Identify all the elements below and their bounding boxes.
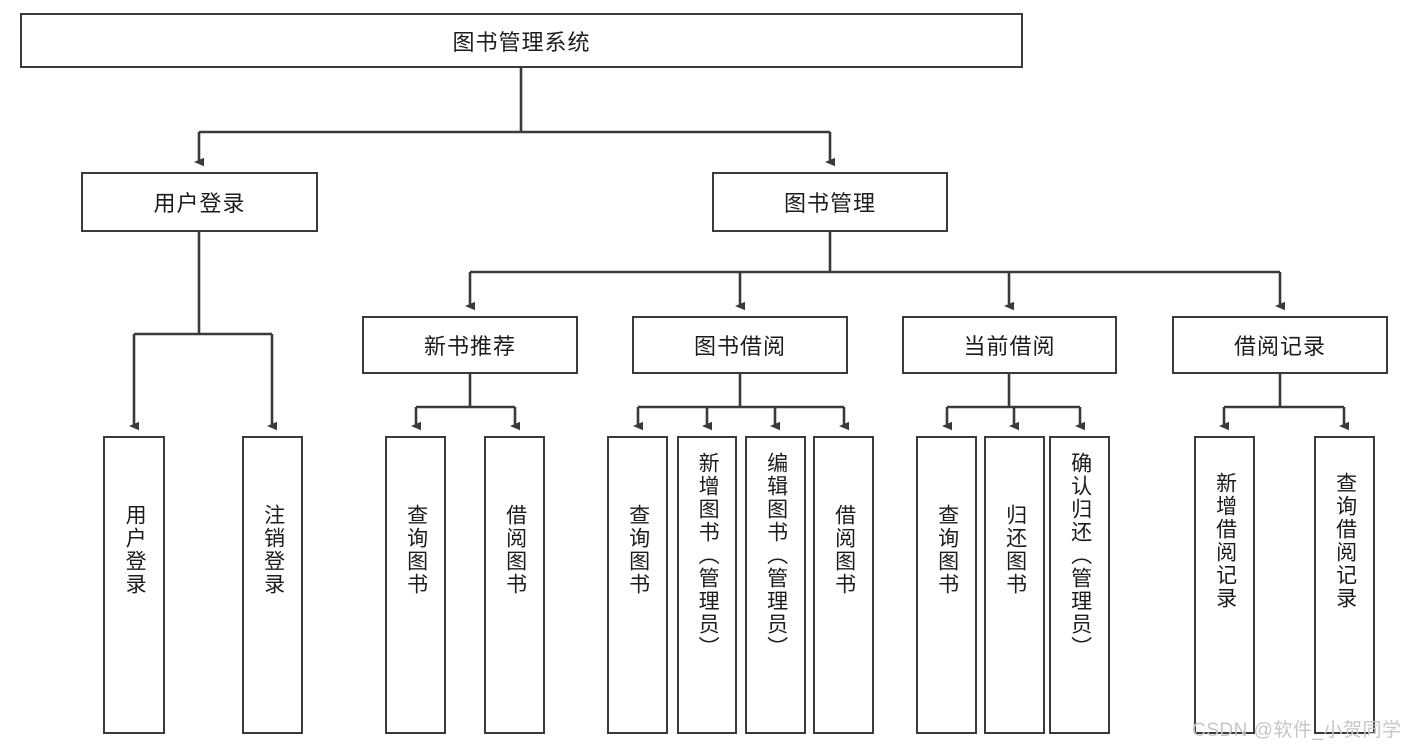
node-book-borrow[interactable]: 图书借阅 bbox=[632, 316, 848, 374]
node-leaf-query-book-2-label: 查询图书 bbox=[626, 504, 650, 596]
node-borrow-records[interactable]: 借阅记录 bbox=[1172, 316, 1388, 374]
node-leaf-logout[interactable]: 注销登录 bbox=[242, 436, 303, 734]
node-leaf-add-borrow-record-label: 新增借阅记录 bbox=[1213, 472, 1237, 610]
node-borrow-records-label: 借阅记录 bbox=[1233, 334, 1326, 359]
node-leaf-borrow-book-2[interactable]: 借阅图书 bbox=[813, 436, 874, 734]
node-leaf-add-book-admin-label: 新增图书（管理员） bbox=[696, 452, 720, 659]
node-leaf-query-book-1[interactable]: 查询图书 bbox=[385, 436, 446, 734]
node-leaf-borrow-book-2-label: 借阅图书 bbox=[832, 504, 856, 596]
node-current-borrow[interactable]: 当前借阅 bbox=[902, 316, 1117, 374]
node-book-manage-label: 图书管理 bbox=[783, 191, 876, 216]
node-leaf-add-borrow-record[interactable]: 新增借阅记录 bbox=[1194, 436, 1255, 734]
node-leaf-user-login-label: 用户登录 bbox=[123, 504, 147, 596]
csdn-watermark: CSDN @软件_小贺同学 bbox=[1192, 720, 1402, 741]
node-leaf-confirm-return-admin[interactable]: 确认归还（管理员） bbox=[1049, 436, 1110, 734]
node-leaf-confirm-return-admin-label: 确认归还（管理员） bbox=[1068, 452, 1092, 659]
node-leaf-add-book-admin[interactable]: 新增图书（管理员） bbox=[677, 436, 737, 734]
node-leaf-query-book-3[interactable]: 查询图书 bbox=[916, 436, 977, 734]
node-root-label: 图书管理系统 bbox=[452, 29, 591, 55]
node-root[interactable]: 图书管理系统 bbox=[20, 13, 1023, 68]
node-leaf-query-borrow-record[interactable]: 查询借阅记录 bbox=[1314, 436, 1375, 734]
node-user-login[interactable]: 用户登录 bbox=[81, 172, 318, 232]
node-leaf-return-book[interactable]: 归还图书 bbox=[984, 436, 1045, 734]
node-leaf-user-login[interactable]: 用户登录 bbox=[103, 436, 165, 734]
node-current-borrow-label: 当前借阅 bbox=[963, 334, 1056, 359]
node-leaf-query-borrow-record-label: 查询借阅记录 bbox=[1333, 472, 1357, 610]
node-leaf-return-book-label: 归还图书 bbox=[1003, 504, 1027, 596]
node-leaf-query-book-1-label: 查询图书 bbox=[404, 504, 428, 596]
node-book-manage[interactable]: 图书管理 bbox=[712, 172, 948, 232]
node-new-book-recommend-label: 新书推荐 bbox=[423, 334, 516, 359]
node-leaf-borrow-book-1[interactable]: 借阅图书 bbox=[484, 436, 545, 734]
node-leaf-query-book-2[interactable]: 查询图书 bbox=[607, 436, 668, 734]
node-book-borrow-label: 图书借阅 bbox=[693, 334, 786, 359]
node-leaf-edit-book-admin[interactable]: 编辑图书（管理员） bbox=[745, 436, 806, 734]
node-user-login-label: 用户登录 bbox=[153, 191, 246, 216]
node-leaf-borrow-book-1-label: 借阅图书 bbox=[503, 504, 527, 596]
node-leaf-query-book-3-label: 查询图书 bbox=[935, 504, 959, 596]
node-leaf-edit-book-admin-label: 编辑图书（管理员） bbox=[764, 452, 788, 659]
node-new-book-recommend[interactable]: 新书推荐 bbox=[362, 316, 578, 374]
node-leaf-logout-label: 注销登录 bbox=[261, 504, 285, 596]
